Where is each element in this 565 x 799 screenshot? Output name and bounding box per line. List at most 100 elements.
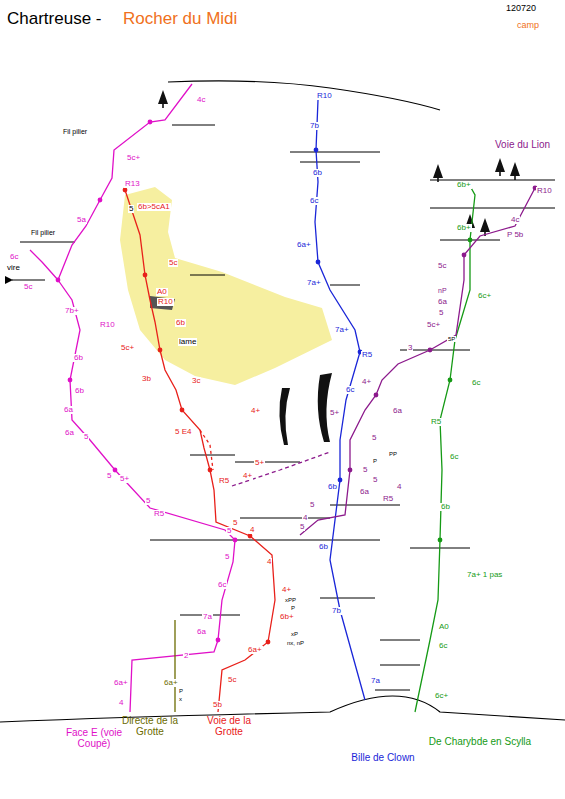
ground-line: [0, 696, 565, 722]
grade-label: 7a+ 1 pas: [466, 571, 503, 579]
ledge: [150, 540, 380, 541]
ledge: [20, 242, 75, 243]
grade-label: 6a: [63, 406, 74, 414]
grade-label: vire: [6, 264, 21, 272]
grade-label: R5: [153, 510, 165, 518]
grade-label: 5: [232, 519, 238, 527]
grade-label: 6a+: [163, 679, 179, 687]
grade-label: 5+: [329, 409, 340, 417]
grade-label: lame: [178, 338, 197, 346]
belay-dot: [158, 348, 163, 353]
grade-label: Fil pilier: [62, 128, 88, 135]
route-line: [315, 100, 365, 700]
ledge: [430, 208, 555, 209]
grade-label: 5+: [254, 459, 265, 467]
grade-label: 5: [362, 466, 368, 474]
grade-label: PP: [388, 451, 398, 457]
grade-label: 5c: [23, 283, 33, 291]
ledge: [330, 285, 360, 286]
grade-label: R10: [157, 298, 174, 306]
ledge: [320, 598, 375, 599]
grade-label: 5c+: [426, 321, 441, 329]
ledge: [375, 690, 410, 691]
grade-label: 6b: [327, 483, 338, 491]
ledge: [190, 275, 225, 276]
ledge: [190, 455, 235, 456]
belay-dot: [314, 148, 319, 153]
pillar-shadow: [279, 388, 290, 445]
grade-label: 6b+: [456, 181, 472, 189]
grade-label: 5c: [437, 262, 447, 270]
grade-label: 5: [309, 501, 315, 509]
grade-label: 5: [145, 497, 151, 505]
grade-label: 120720: [505, 4, 537, 13]
grade-label: 5: [372, 476, 378, 484]
route-name: Voie de la Grotte: [193, 715, 265, 738]
belay-dot: [123, 188, 128, 193]
grade-label: R5: [218, 477, 230, 485]
belay-dot: [316, 260, 321, 265]
grade-label: Voie du Lion: [494, 140, 551, 150]
grade-label: R10: [536, 187, 553, 195]
grade-label: Chartreuse -: [6, 10, 102, 27]
grade-label: nx, nP: [286, 640, 305, 646]
ledge: [430, 180, 555, 181]
exit-arrow: [12, 280, 45, 281]
grade-label: P 5b: [506, 231, 524, 239]
belay-dot: [208, 468, 213, 473]
grade-label: P: [178, 688, 184, 694]
grade-label: 4: [302, 514, 308, 522]
belay-dot: [216, 638, 221, 643]
grade-label: 5 E4: [174, 428, 192, 436]
grade-label: R5: [430, 418, 442, 426]
grade-label: 7b: [309, 122, 320, 130]
ledge: [290, 152, 380, 153]
grade-label: 5c: [168, 259, 178, 267]
routes: [30, 84, 535, 712]
route-line: [300, 188, 535, 535]
ledge: [300, 162, 360, 163]
grade-label: 5: [438, 309, 444, 317]
grade-label: 6a: [196, 628, 207, 636]
grade-label: R5: [361, 351, 373, 359]
grade-label: 6c: [309, 197, 319, 205]
grade-label: 6c: [438, 642, 448, 650]
grade-label: 4: [396, 483, 402, 491]
overhang-zone: [120, 187, 332, 385]
ledge: [380, 640, 420, 641]
tree: [495, 158, 505, 176]
belay-dot: [348, 468, 353, 473]
grade-label: 4: [249, 526, 255, 534]
grade-label: 4: [118, 699, 124, 707]
grade-label: 6b: [73, 354, 84, 362]
grade-label: 6a: [64, 429, 75, 437]
grade-label: 6c: [217, 581, 227, 589]
belay-dot: [438, 538, 443, 543]
route-line: [174, 620, 175, 712]
grade-label: P: [290, 605, 296, 611]
grade-label: 7b: [331, 607, 342, 615]
grade-label: 7a: [370, 677, 381, 685]
route-name: Bille de Clown: [327, 752, 439, 764]
belay-dot: [113, 468, 118, 473]
belay-dot: [98, 198, 103, 203]
grade-label: 6a: [359, 488, 370, 496]
grade-label: 3: [407, 344, 413, 352]
grade-label: 5a: [76, 216, 87, 224]
grade-label: 5: [106, 472, 112, 480]
grade-label: 6b>5cA1: [137, 203, 171, 211]
roof-block: [150, 296, 175, 310]
ledge: [235, 462, 300, 463]
grade-label: 6b: [312, 169, 323, 177]
belay-dot: [428, 348, 433, 353]
route-line: [125, 190, 275, 712]
route-line: [415, 186, 475, 712]
belay-dot: [143, 273, 148, 278]
tree: [433, 164, 443, 182]
grade-label: 4c: [196, 96, 206, 104]
grade-label: 4c: [510, 216, 520, 224]
grade-label: 7a+: [306, 279, 322, 287]
belay-dot: [338, 478, 343, 483]
belay-dot: [448, 378, 453, 383]
